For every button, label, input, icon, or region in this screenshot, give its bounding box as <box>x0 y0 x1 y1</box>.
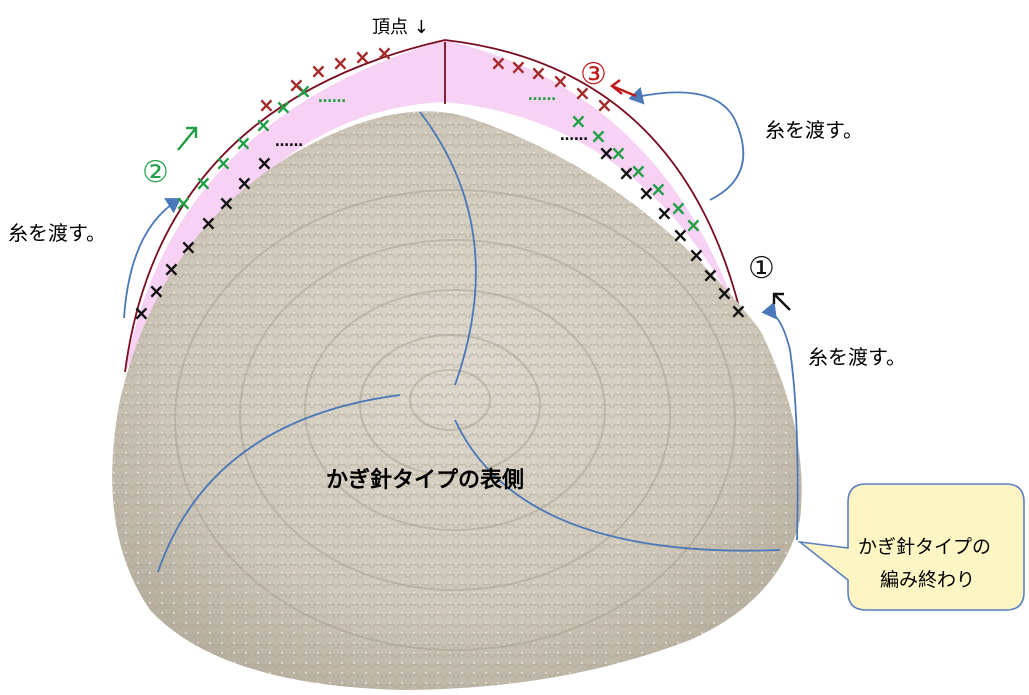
callout-line-1: かぎ針タイプの <box>858 536 991 558</box>
stitch-mark: × <box>288 73 305 97</box>
stitch-mark: × <box>235 131 252 155</box>
stitch-mark: × <box>716 281 733 305</box>
pass-yarn-right-top-label: 糸を渡す。 <box>765 118 863 142</box>
stitch-mark: × <box>638 181 655 205</box>
step-1-arrow-icon <box>772 292 791 311</box>
step-2-marker: ② <box>142 155 169 190</box>
dots-green: …… <box>318 90 346 106</box>
step-1-marker: ① <box>748 251 775 286</box>
stitch-mark: × <box>610 141 627 165</box>
arrow-pass-right-top <box>628 86 745 201</box>
arrow-pass-right-bottom <box>761 301 799 541</box>
stitch-mark: × <box>685 213 702 237</box>
step-3-marker: ③ <box>580 57 607 92</box>
callout-bubble: かぎ針タイプの 編み終わり <box>797 483 1025 611</box>
guide-lines <box>123 86 799 573</box>
guide-line-left <box>157 394 401 573</box>
guide-line-bottom <box>454 419 781 552</box>
stitch-mark: × <box>218 191 235 215</box>
stitch-mark: × <box>195 171 212 195</box>
stitches-right: × × × × × × × × × × × × × × × × × × × × … <box>490 51 747 323</box>
stitch-mark: × <box>236 171 253 195</box>
dots-green: …… <box>528 88 556 104</box>
stitch-mark: × <box>552 69 569 93</box>
stitch-mark: × <box>175 191 192 215</box>
dots-black: …… <box>560 128 588 144</box>
stitch-mark: × <box>295 79 312 103</box>
stitch-mark: × <box>354 45 371 69</box>
stitch-mark: × <box>148 279 165 303</box>
stitch-mark: × <box>258 93 275 117</box>
stitch-mark: × <box>590 124 607 148</box>
stitch-mark: × <box>163 257 180 281</box>
arrow-pass-left <box>123 198 182 319</box>
stitch-mark: × <box>332 51 349 75</box>
step-3-arrow-icon <box>610 79 637 98</box>
stitch-mark: × <box>275 95 292 119</box>
stitch-mark: × <box>650 177 667 201</box>
pass-yarn-right-bottom-label: 糸を渡す。 <box>808 345 906 369</box>
stitch-mark: × <box>688 243 705 267</box>
stitch-mark: × <box>574 81 591 105</box>
stitch-mark: × <box>255 113 272 137</box>
stitch-mark: × <box>180 235 197 259</box>
stitch-mark: × <box>596 93 613 117</box>
stitch-mark: × <box>376 41 393 65</box>
stitch-band <box>125 40 752 372</box>
stitch-mark: × <box>530 61 547 85</box>
stitch-mark: × <box>200 211 217 235</box>
stitch-mark: × <box>672 223 689 247</box>
guide-line-top <box>419 111 477 386</box>
step-markers: ② ③ ① <box>142 57 791 311</box>
stitch-mark: × <box>598 141 615 165</box>
stitch-mark: × <box>670 196 687 220</box>
stitches-left: × × × × × × × × × × × × × × × × × × × × … <box>133 41 393 325</box>
stitch-mark: × <box>618 161 635 185</box>
stitch-mark: × <box>310 59 327 83</box>
apex-label: 頂点 ↓ <box>372 17 429 38</box>
step-2-arrow-icon <box>177 126 198 151</box>
stitch-mark: × <box>510 55 527 79</box>
stitch-mark: × <box>656 201 673 225</box>
stitch-mark: × <box>630 159 647 183</box>
stitch-mark: × <box>570 109 587 133</box>
dots-black: …… <box>275 134 303 150</box>
pass-yarn-left-label: 糸を渡す。 <box>8 221 106 245</box>
front-side-label: かぎ針タイプの表側 <box>326 467 524 493</box>
stitch-mark: × <box>702 263 719 287</box>
stitch-mark: × <box>215 151 232 175</box>
stitch-mark: × <box>256 151 273 175</box>
stitch-mark: × <box>490 51 507 75</box>
stitch-mark: × <box>133 301 150 325</box>
stitch-mark: × <box>730 299 747 323</box>
crochet-piece <box>112 111 802 690</box>
band-outer-arc <box>124 39 753 373</box>
callout-line-2: 編み終わり <box>880 569 975 591</box>
